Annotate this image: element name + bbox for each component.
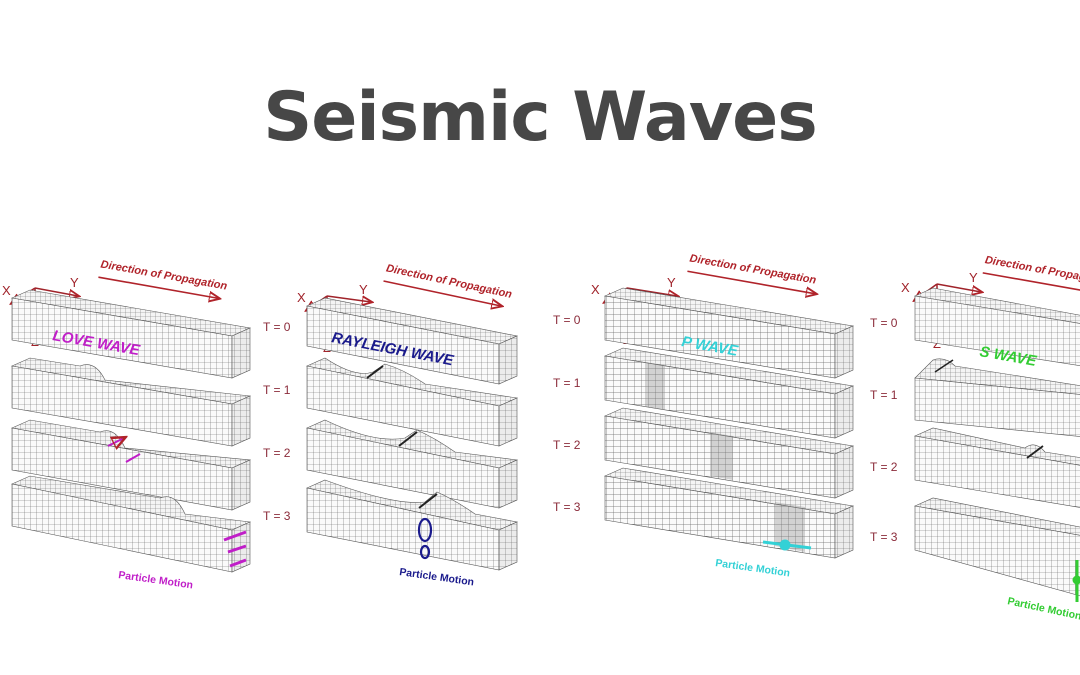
propagation-arrow-icon	[98, 276, 218, 298]
block-t0	[913, 287, 1080, 366]
particle-motion-arrows-icon	[223, 530, 247, 568]
time-label-t1: T = 1	[263, 383, 291, 397]
particle-motion-label: Particle Motion	[715, 557, 791, 579]
block-t0	[306, 297, 518, 385]
axis-x-label: X	[297, 290, 306, 305]
particle-motion-arrows-icon	[762, 539, 812, 551]
time-label-t0: T = 0	[553, 313, 581, 327]
time-label-t0: T = 0	[263, 320, 291, 334]
time-label-t1: T = 1	[870, 388, 898, 402]
p-wave-panel: X Y Z Direction of Propagation P WAVE	[585, 253, 875, 605]
block-t3	[11, 475, 252, 573]
time-label-t2: T = 2	[870, 460, 898, 474]
block-t2	[306, 419, 519, 509]
block-t1	[10, 357, 252, 447]
axis-x-label: X	[591, 282, 600, 297]
time-label-t3: T = 3	[870, 530, 898, 544]
propagation-arrow-icon	[383, 280, 501, 306]
block-t2	[603, 407, 855, 499]
axis-y-label: Y	[969, 270, 978, 285]
rayleigh-wave-panel: X Y Z Direction of Propagation RAYLEIGH …	[295, 260, 535, 605]
axis-x-label: X	[2, 283, 11, 298]
time-label-t3: T = 3	[263, 509, 291, 523]
propagation-label: Direction of Propagation	[689, 253, 818, 287]
axis-y-label: Y	[70, 275, 79, 290]
block-t3	[603, 467, 855, 559]
propagation-label: Direction of Propagation	[100, 258, 229, 292]
time-label-t0: T = 0	[870, 316, 898, 330]
time-label-t2: T = 2	[553, 438, 581, 452]
block-t1	[306, 357, 519, 447]
block-t2	[10, 419, 252, 511]
axis-y-label: Y	[359, 282, 368, 297]
block-t2	[913, 427, 1080, 508]
particle-motion-label: Particle Motion	[399, 566, 475, 588]
page-title: Seismic Waves	[263, 78, 817, 157]
time-label-t3: T = 3	[553, 500, 581, 514]
time-label-t1: T = 1	[553, 376, 581, 390]
propagation-label: Direction of Propagation	[984, 254, 1080, 288]
particle-motion-label: Particle Motion	[118, 569, 194, 591]
axis-x-label: X	[901, 280, 910, 295]
block-t3	[306, 479, 518, 571]
particle-motion-orbit-icon	[417, 517, 433, 560]
block-t1	[914, 358, 1080, 437]
block-t1	[603, 347, 855, 439]
propagation-arrow-icon	[687, 270, 815, 294]
particle-motion-arrows-icon	[1072, 560, 1080, 602]
axis-y-label: Y	[667, 275, 676, 290]
block-t0	[10, 289, 252, 379]
time-label-t2: T = 2	[263, 446, 291, 460]
block-t0	[603, 287, 855, 379]
love-wave-panel: X Y Z Direction of Propagation LOVE WAVE	[0, 258, 270, 605]
particle-motion-label: Particle Motion	[1006, 595, 1080, 622]
s-wave-panel: X Y Z Direction of Propagation S WAVE	[895, 254, 1080, 635]
block-t3	[913, 497, 1080, 602]
